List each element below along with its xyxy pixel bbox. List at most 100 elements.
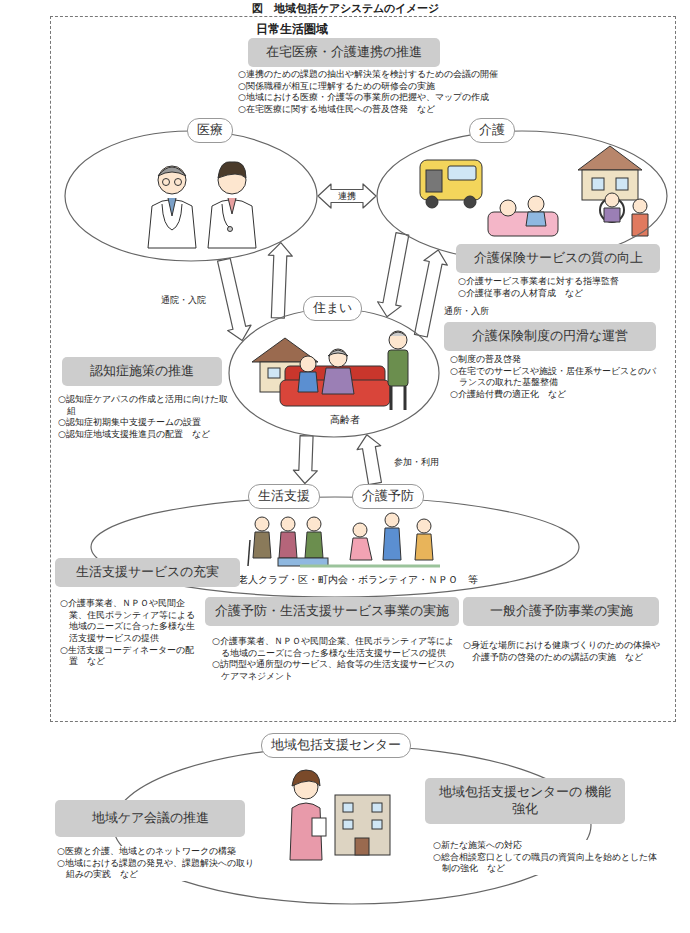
bullet-text: ○生活支援コーディネーターの配置 など — [60, 645, 200, 668]
pill-label: 住まい — [303, 296, 362, 321]
doctor-figures — [158, 167, 186, 176]
caption-text: 老人クラブ・区・町内会・ボランティア・ＮＰＯ 等 — [238, 574, 478, 587]
area-region: 日常生活圏域在宅医療・介護連携の推進○連携のための課題の抽出や解決策を検討するた… — [50, 16, 676, 722]
bullet-list: ○制度の普及啓発○在宅でのサービスや施設・居住系サービスとのバランスの取れた基盤… — [450, 354, 664, 401]
bullet-list: ○介護事業者、ＮＰＯや民間企業、住民ボランティア等による地域のニーズに合った多様… — [212, 636, 462, 683]
policy-box: 一般介護予防事業の実施○身近な場所における健康づくりのための体操や介護予防の啓発… — [463, 597, 659, 626]
ellipse-outline — [64, 130, 318, 262]
bullet-text: ○介護従事者の人材育成 など — [458, 288, 663, 300]
care-scene — [426, 170, 442, 192]
care-scene — [420, 146, 648, 236]
pill-label: 介護予防 — [352, 484, 424, 509]
community-people — [350, 538, 372, 560]
block-arrow — [293, 436, 317, 484]
policy-box: 介護保険制度の円滑な運営○制度の普及啓発○在宅でのサービスや施設・居住系サービス… — [444, 322, 656, 351]
doctor-figures — [175, 179, 182, 186]
bullet-list: ○身近な場所における健康づくりのための体操や介護予防の啓発のための講話の実施 な… — [463, 640, 663, 663]
doctor-figures — [228, 198, 236, 214]
heading-box: 地域ケア会議の推進 — [55, 800, 245, 837]
heading-box: 介護保険サービスの質の向上 — [456, 244, 660, 273]
community-people — [417, 519, 431, 533]
care-scene — [420, 160, 482, 200]
community-people — [385, 513, 399, 527]
bullet-text: ○在宅でのサービスや施設・居住系サービスとのバランスの取れた基盤整備 — [450, 366, 664, 389]
region-label: 日常生活圏域 — [256, 21, 328, 38]
doctor-figures — [148, 162, 256, 248]
doctor-figures — [162, 204, 182, 230]
domain-ellipse: 医療 — [64, 130, 318, 262]
home-family — [300, 356, 316, 372]
policy-box: 介護保険サービスの質の向上○介護サービス事業者に対する指導監督○介護従事者の人材… — [456, 244, 660, 273]
bullet-text: ○身近な場所における健康づくりのための体操や介護予防の啓発のための講話の実施 な… — [463, 640, 663, 663]
edge-label: 通院・入院 — [159, 295, 208, 306]
home-family — [322, 368, 354, 394]
community-people — [307, 517, 321, 531]
domain-ellipse: 住まい高齢者 — [228, 308, 440, 438]
bullet-text: ○介護サービス事業者に対する指導監督 — [458, 276, 663, 288]
home-family — [329, 349, 347, 367]
policy-box: 介護予防・生活支援サービス事業の実施○介護事業者、ＮＰＯや民間企業、住民ボランテ… — [205, 597, 459, 626]
community-people — [353, 523, 367, 537]
heading-box: 一般介護予防事業の実施 — [463, 597, 659, 626]
bullet-text: ○介護事業者、ＮＰＯや民間企業、住民ボランティア等による地域のニーズに合った多様… — [212, 636, 462, 659]
bullet-text: ○医療と介護、地域とのネットワークの構築 — [57, 846, 262, 858]
care-scene — [426, 196, 438, 208]
care-scene — [488, 212, 558, 236]
center-staff — [312, 818, 326, 836]
home-family — [328, 350, 348, 356]
care-scene — [528, 196, 544, 212]
center-staff — [335, 795, 390, 855]
bullet-list: ○連携のための課題の抽出や解決策を検討するための会議の開催○関係職種が相互に理解… — [238, 69, 500, 116]
community-people — [279, 532, 297, 558]
bullet-text: ○在宅医療に関する地域住民への普及啓発 など — [238, 104, 500, 116]
block-arrow — [414, 250, 447, 337]
care-scene — [500, 200, 516, 216]
bullet-text: ○総合相談窓口としての職員の資質向上を始めとした体制の強化 など — [433, 852, 658, 875]
bullet-text: ○介護事業者、ＮＰＯや民間企業、住民ボランティア等による地域のニーズに合った多様… — [60, 598, 200, 645]
domain-ellipse: 介護 — [376, 130, 668, 262]
center-staff — [290, 770, 390, 860]
bullet-text: ○連携のための課題の抽出や解決策を検討するための会議の開催 — [238, 69, 500, 81]
bullet-text: ○地域における課題の発見や、課題解決への取り組みの実践 など — [57, 858, 262, 881]
doctor-figures — [228, 227, 233, 232]
block-arrow — [357, 435, 381, 485]
community-people — [300, 565, 440, 568]
care-scene — [464, 196, 476, 208]
heading-box: 地域包括支援センターの 機能強化 — [425, 778, 625, 824]
community-people — [253, 532, 271, 558]
pill-label: 生活支援 — [248, 484, 320, 509]
policy-box: 地域ケア会議の推進○医療と介護、地域とのネットワークの構築○地域における課題の発… — [55, 800, 245, 837]
center-staff — [372, 820, 382, 829]
bullet-text: ○認知症ケアパスの作成と活用に向けた取組 — [58, 394, 230, 417]
block-arrow — [378, 233, 409, 317]
bullet-list: ○医療と介護、地域とのネットワークの構築○地域における課題の発見や、課題解決への… — [57, 846, 262, 881]
center-staff — [292, 770, 320, 786]
care-scene — [616, 178, 628, 190]
community-people — [383, 528, 401, 560]
center-staff — [343, 803, 353, 812]
ellipse-outline — [229, 309, 439, 437]
pill-label: 医療 — [187, 118, 233, 143]
block-arrow — [268, 243, 292, 318]
care-scene — [448, 166, 476, 180]
edge-label: 参加・利用 — [392, 457, 441, 468]
bullet-list: ○介護サービス事業者に対する指導監督○介護従事者の人材育成 など — [458, 276, 663, 299]
home-family — [252, 331, 408, 410]
block-arrow — [318, 184, 376, 208]
home-family — [268, 368, 280, 378]
bullet-list: ○介護事業者、ＮＰＯや民間企業、住民ボランティア等による地域のニーズに合った多様… — [60, 598, 200, 668]
care-scene — [633, 199, 647, 213]
home-family — [391, 386, 405, 410]
heading-box: 生活支援サービスの充実 — [55, 558, 240, 587]
bullet-text: ○関係職種が相互に理解するための研修会の実施 — [238, 81, 500, 93]
doctor-figures — [218, 162, 246, 178]
policy-box: 認知症施策の推進○認知症ケアパスの作成と活用に向けた取組○認知症初期集中支援チー… — [62, 357, 222, 386]
heading-box: 在宅医療・介護連携の推進 — [248, 38, 440, 67]
home-family — [298, 372, 318, 392]
ellipse-outline — [377, 131, 667, 261]
policy-box: 生活支援サービスの充実○介護事業者、ＮＰＯや民間企業、住民ボランティア等による地… — [55, 558, 240, 587]
bullet-text: ○地域における医療・介護等の事業所の把握や、マップの作成 — [238, 92, 500, 104]
doctor-figures — [163, 179, 170, 186]
policy-box: 在宅医療・介護連携の推進○連携のための課題の抽出や解決策を検討するための会議の開… — [248, 38, 440, 67]
